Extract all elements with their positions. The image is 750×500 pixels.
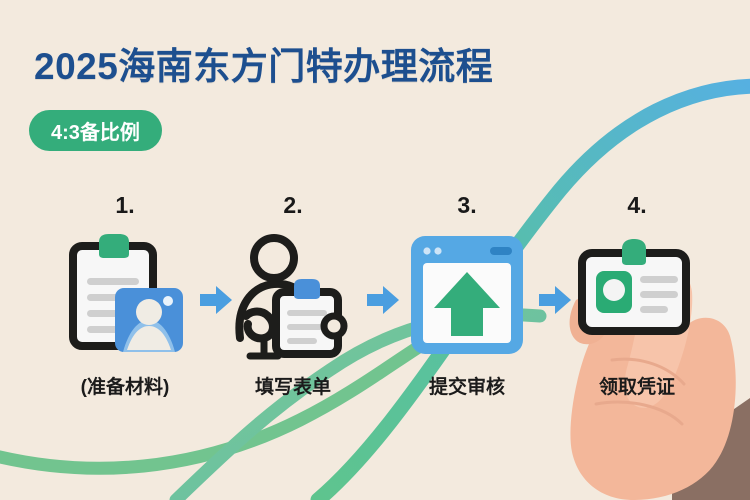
step-4-number: 4. [627, 192, 647, 218]
step-4: 4. 领取凭证 [562, 192, 712, 407]
step-3: 3. 提交审核 [392, 192, 542, 407]
ratio-badge: 4:3备比例 [29, 110, 162, 151]
step-3-label: 提交审核 [428, 377, 505, 398]
arrow-right-icon [539, 286, 571, 314]
id-card-hand-icon [562, 230, 712, 360]
step-1-label: (准备材料) [80, 377, 170, 398]
step-2-number: 2. [283, 192, 303, 218]
arrow-right-icon [200, 286, 232, 314]
page-title: 2025海南东方门特办理流程 [34, 46, 494, 87]
arrow-right-icon [367, 286, 399, 314]
person-clipboard-icon [218, 230, 368, 360]
step-2: 2. [218, 192, 368, 407]
step-1-number: 1. [115, 192, 135, 218]
step-4-label: 领取凭证 [598, 377, 675, 398]
browser-upload-icon [392, 230, 542, 360]
clipboard-photo-icon [50, 230, 200, 360]
step-2-label: 填写表单 [254, 377, 331, 398]
step-3-number: 3. [457, 192, 477, 218]
step-1: 1. (准备材料) [50, 192, 200, 407]
